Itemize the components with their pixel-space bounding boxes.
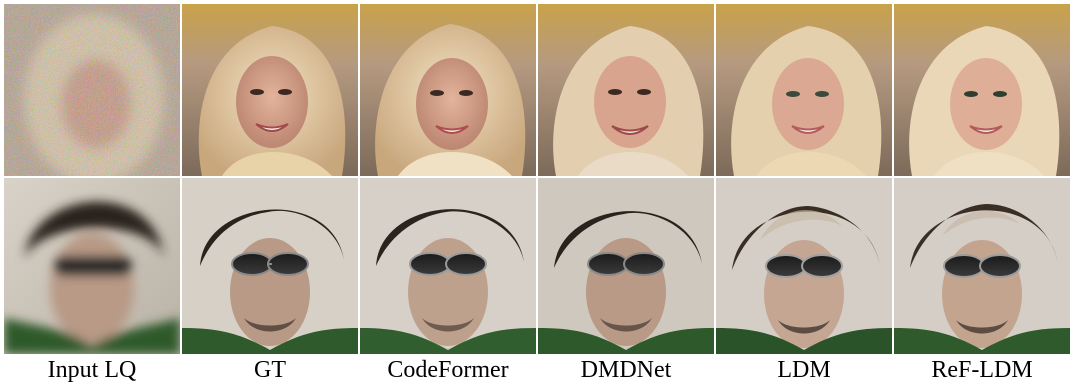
label-input-lq: Input LQ: [47, 357, 137, 383]
label-dmdnet: DMDNet: [580, 357, 672, 383]
column-labels: Input LQ GT CodeFormer DMDNet LDM ReF-LD…: [4, 356, 1069, 384]
woman-codeformer-image: [360, 4, 536, 176]
label-codeformer: CodeFormer: [387, 357, 509, 383]
comparison-grid: [4, 4, 1070, 354]
woman-ref-ldm-image: [894, 4, 1070, 176]
man-ref-ldm-image: [894, 178, 1070, 354]
man-dmdnet-image: [538, 178, 714, 354]
label-gt: GT: [254, 357, 286, 383]
woman-ldm-image: [716, 4, 892, 176]
woman-gt-image: [182, 4, 358, 176]
woman-dmdnet-image: [538, 4, 714, 176]
man-codeformer-image: [360, 178, 536, 354]
man-gt-image: [182, 178, 358, 354]
label-ref-ldm: ReF-LDM: [931, 357, 1033, 383]
man-ldm-image: [716, 178, 892, 354]
label-ldm: LDM: [777, 357, 831, 383]
man-input-lq-image: [4, 178, 180, 354]
woman-input-lq-image: [4, 4, 180, 176]
